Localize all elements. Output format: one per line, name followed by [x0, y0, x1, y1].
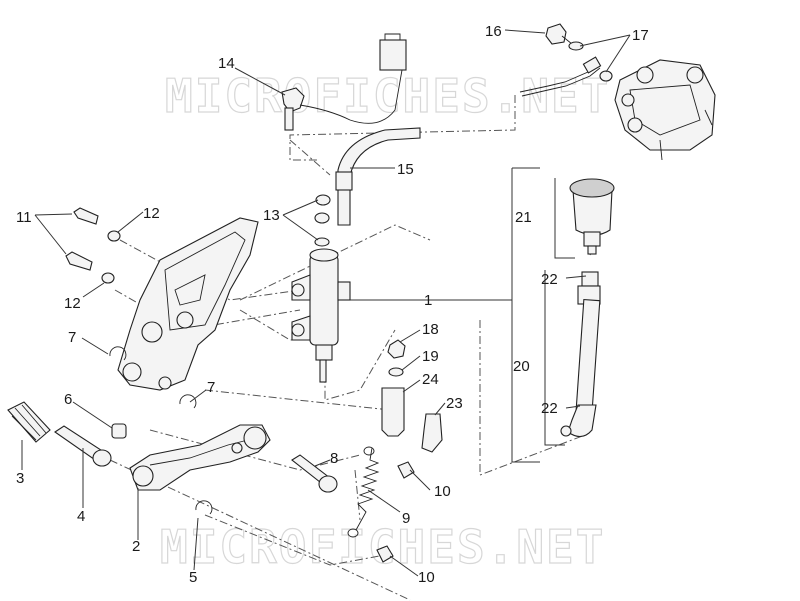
callout-15: 15 — [397, 161, 414, 178]
circlips-7 — [109, 346, 197, 409]
callout-5: 5 — [189, 569, 197, 586]
circlip-5 — [195, 500, 213, 515]
brake-light-switch — [281, 33, 407, 131]
brake-caliper — [614, 59, 716, 161]
callout-18: 18 — [422, 321, 439, 338]
footpeg-pin — [54, 425, 112, 467]
return-spring — [347, 446, 380, 538]
watermark-bottom: MICROFICHES.NET — [160, 520, 605, 574]
brake-pedal-lever — [129, 424, 271, 491]
brake-hose-upper — [519, 56, 602, 97]
footrest-bracket — [117, 217, 259, 391]
leader-lines — [21, 29, 631, 577]
mounting-bolts — [65, 207, 99, 271]
callout-8: 8 — [330, 450, 338, 467]
callout-1: 1 — [424, 292, 432, 309]
crush-washers — [568, 41, 613, 82]
seal-rings — [314, 194, 331, 247]
bolt-6 — [111, 423, 127, 439]
master-cylinder — [291, 248, 351, 383]
callout-13: 13 — [263, 207, 280, 224]
callout-10a: 10 — [434, 483, 451, 500]
callout-16: 16 — [485, 23, 502, 40]
callout-14: 14 — [218, 55, 235, 72]
washers-12 — [101, 230, 121, 284]
callout-22b: 22 — [541, 400, 558, 417]
callout-11: 11 — [16, 209, 32, 226]
callout-7b: 7 — [207, 379, 215, 396]
callout-6: 6 — [64, 391, 72, 408]
banjo-bolt — [545, 23, 573, 45]
callout-21: 21 — [515, 209, 532, 226]
callout-9: 9 — [402, 510, 410, 527]
fluid-reservoir — [569, 178, 615, 255]
callout-22a: 22 — [541, 271, 558, 288]
bolts-10 — [376, 461, 415, 563]
callout-3: 3 — [16, 470, 24, 487]
callout-23: 23 — [446, 395, 463, 412]
callout-20: 20 — [513, 358, 530, 375]
pivot-pin — [291, 454, 338, 493]
callout-24: 24 — [422, 371, 439, 388]
callout-19: 19 — [422, 348, 439, 365]
reservoir-hose — [335, 127, 421, 226]
callout-2: 2 — [132, 538, 140, 555]
callout-7a: 7 — [68, 329, 76, 346]
callout-10b: 10 — [418, 569, 435, 586]
callout-12a: 12 — [143, 205, 160, 222]
footpeg-rubber — [7, 401, 51, 443]
assembly-bracket — [350, 167, 575, 463]
callout-17: 17 — [632, 27, 649, 44]
callout-4: 4 — [77, 508, 85, 525]
nut-washer-clevis — [381, 339, 443, 453]
reservoir-hose-lower — [560, 271, 601, 438]
watermark-top: MICROFICHES.NET — [165, 69, 610, 123]
callout-labels: 1 2 3 4 5 6 7 7 8 9 10 10 11 12 12 13 14… — [16, 23, 649, 586]
callout-12b: 12 — [64, 295, 81, 312]
